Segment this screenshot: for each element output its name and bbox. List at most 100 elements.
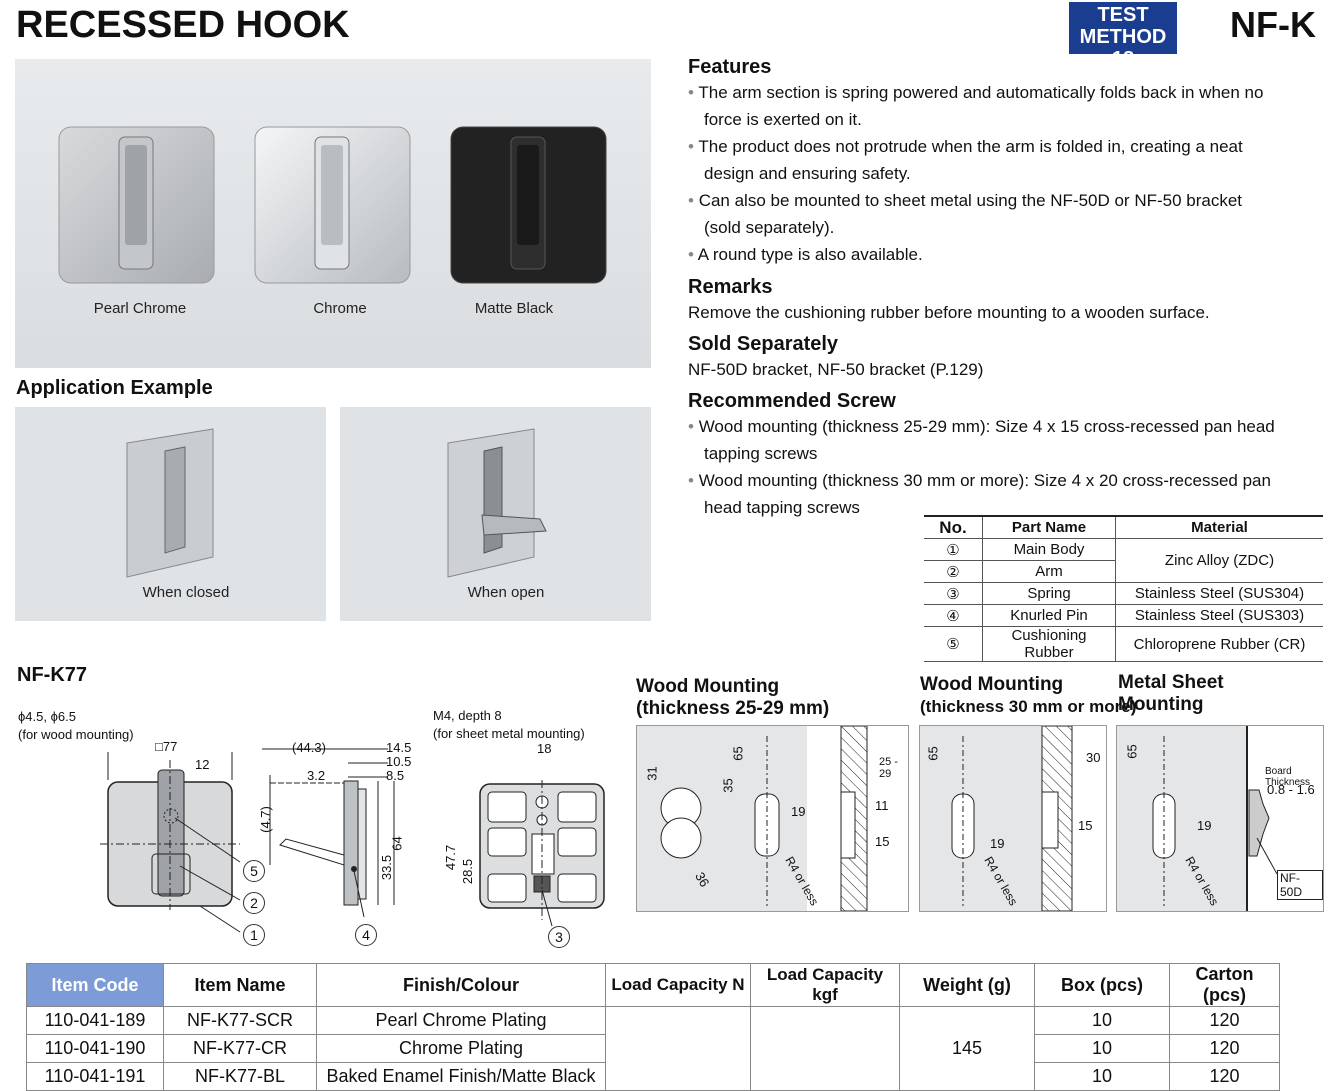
wood1-title: Wood Mounting (thickness 25-29 mm) xyxy=(636,676,829,720)
side-d1: (44.3) xyxy=(292,740,326,755)
screw-item: • Wood mounting (thickness 30 mm or more… xyxy=(688,471,1271,517)
item-code: 110-041-191 xyxy=(26,1062,164,1091)
wood2-title-line2: (thickness 30 mm or more) xyxy=(920,697,1137,716)
item-finish: Baked Enamel Finish/Matte Black xyxy=(316,1062,606,1091)
badge-line-1: TEST xyxy=(1097,4,1149,26)
wood1-title-line1: Wood Mounting xyxy=(636,676,780,697)
item-box: 10 xyxy=(1034,1062,1170,1091)
part-name: Main Body xyxy=(982,538,1116,561)
items-header-carton: Carton (pcs) xyxy=(1169,963,1280,1007)
back-h1: 47.7 xyxy=(443,844,459,871)
product-photo: Pearl Chrome Chrome Matte Black xyxy=(15,59,651,368)
items-header-finish: Finish/Colour xyxy=(316,963,606,1007)
test-method-badge: TEST METHOD 18 xyxy=(1069,2,1177,70)
items-header-name: Item Name xyxy=(163,963,317,1007)
part-material: Chloroprene Rubber (CR) xyxy=(1115,626,1323,662)
application-heading: Application Example xyxy=(16,377,213,399)
caption-pearl-chrome: Pearl Chrome xyxy=(93,300,187,317)
closed-hook-image xyxy=(126,428,214,578)
table-row: ② Arm xyxy=(924,560,1323,583)
wood1-drawing: 31 65 35 19 36 R4 or less 25 - 29 11 15 xyxy=(636,725,909,912)
callout-3: 3 xyxy=(548,926,570,948)
part-material: Stainless Steel (SUS304) xyxy=(1115,582,1323,605)
sold-heading: Sold Separately xyxy=(688,333,839,355)
caption-when-closed: When closed xyxy=(142,584,230,601)
caption-when-open: When open xyxy=(467,584,545,601)
product-code: NF-K xyxy=(1230,4,1316,45)
front-view-drawing xyxy=(100,752,241,933)
side-d5: 3.2 xyxy=(307,768,326,783)
part-no: ④ xyxy=(924,604,983,627)
metal-drawing: 65 19 Board Thickness 0.8 - 1.6 R4 or le… xyxy=(1116,725,1324,912)
slot-dim: 12 xyxy=(195,757,210,772)
callout-4: 4 xyxy=(355,924,377,946)
table-row: ⑤ Cushioning Rubber Chloroprene Rubber (… xyxy=(924,626,1323,662)
items-header-load-n: Load Capacity N xyxy=(605,963,751,1007)
part-name: Spring xyxy=(982,582,1116,605)
thread-dim: M4, depth 8 xyxy=(433,708,502,723)
sold-separately-section: Sold Separately NF-50D bracket, NF-50 br… xyxy=(688,333,1328,383)
wood2-d: 19 xyxy=(990,836,1005,851)
items-table: Item Code Item Name Finish/Colour Load C… xyxy=(26,963,1280,1091)
front-size-dim: □77 xyxy=(155,739,178,754)
wood1-svg xyxy=(637,726,868,911)
item-finish: Pearl Chrome Plating xyxy=(316,1006,606,1035)
wood2-c: 15 xyxy=(1078,818,1093,833)
side-view-drawing xyxy=(262,748,395,918)
wood1-b: 65 xyxy=(730,746,746,761)
caption-chrome: Chrome xyxy=(313,300,367,317)
table-row: 110-041-190 NF-K77-CR Chrome Plating 10 … xyxy=(26,1034,1280,1063)
thread-note: (for sheet metal mounting) xyxy=(433,726,585,741)
items-header-load-kgf: Load Capacity kgf xyxy=(750,963,900,1007)
item-load-kgf xyxy=(750,1006,900,1091)
metal-board: Board Thickness xyxy=(1265,766,1311,788)
table-row: ③ Spring Stainless Steel (SUS304) xyxy=(924,582,1323,605)
parts-header-no: No. xyxy=(924,516,983,539)
sold-text: NF-50D bracket, NF-50 bracket (P.129) xyxy=(688,360,984,379)
callout-2: 2 xyxy=(243,892,265,914)
items-header-box: Box (pcs) xyxy=(1034,963,1170,1007)
feature-item: • The arm section is spring powered and … xyxy=(688,83,1264,129)
wood1-d: 19 xyxy=(791,804,806,819)
features-heading: Features xyxy=(688,56,772,78)
screw-section: Recommended Screw • Wood mounting (thick… xyxy=(688,390,1328,521)
item-carton: 120 xyxy=(1169,1062,1280,1091)
back-width-dim: 18 xyxy=(537,741,552,756)
hole-dim: ϕ4.5, ϕ6.5 xyxy=(18,709,76,724)
features-section: Features • The arm section is spring pow… xyxy=(688,56,1328,268)
item-code: 110-041-190 xyxy=(26,1034,164,1063)
remarks-heading: Remarks xyxy=(688,276,773,298)
open-hook-image xyxy=(447,428,547,578)
feature-item: • Can also be mounted to sheet metal usi… xyxy=(688,191,1243,237)
table-row: ① Main Body Zinc Alloy (ZDC) xyxy=(924,538,1323,583)
closed-photo: When closed xyxy=(15,407,326,621)
feature-item: • The product does not protrude when the… xyxy=(688,137,1243,183)
wood2-drawing: 65 30 15 19 R4 or less xyxy=(919,725,1107,912)
wood1-a: 31 xyxy=(644,766,660,781)
wood2-b: 30 xyxy=(1086,750,1101,765)
hook-finishes-image xyxy=(58,126,607,284)
item-name: NF-K77-SCR xyxy=(163,1006,317,1035)
metal-svg xyxy=(1117,726,1278,911)
wood2-title-line1: Wood Mounting xyxy=(920,674,1064,695)
items-header-code: Item Code xyxy=(26,963,164,1007)
feature-item: • A round type is also available. xyxy=(688,245,923,264)
wood1-h: 11 xyxy=(875,798,889,813)
part-name: Arm xyxy=(982,560,1116,583)
item-box: 10 xyxy=(1034,1006,1170,1035)
back-view-drawing xyxy=(479,780,605,927)
item-name: NF-K77-CR xyxy=(163,1034,317,1063)
table-row: ④ Knurled Pin Stainless Steel (SUS303) xyxy=(924,604,1323,627)
part-name: Knurled Pin xyxy=(982,604,1116,627)
open-photo: When open xyxy=(340,407,651,621)
screw-item: • Wood mounting (thickness 25-29 mm): Si… xyxy=(688,417,1275,463)
item-box: 10 xyxy=(1034,1034,1170,1063)
metal-title-line2: Mounting xyxy=(1118,694,1204,715)
callout-1: 1 xyxy=(243,924,265,946)
metal-bracket: NF-50D xyxy=(1277,870,1323,900)
part-material: Zinc Alloy (ZDC) xyxy=(1115,538,1323,583)
metal-title: Metal Sheet Mounting xyxy=(1118,672,1224,716)
side-d3: 10.5 xyxy=(386,754,412,769)
part-no: ② xyxy=(924,560,983,583)
parts-table: No. Part Name Material ① Main Body Zinc … xyxy=(924,515,1323,662)
